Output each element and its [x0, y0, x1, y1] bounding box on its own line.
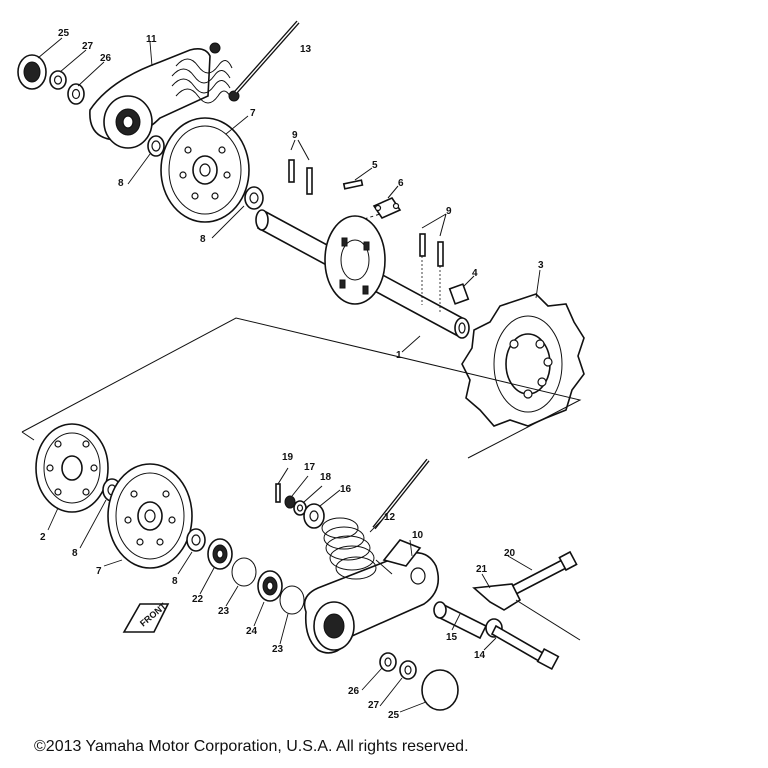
callout-23-a: 23 — [218, 606, 230, 617]
callout-9-top: 9 — [292, 130, 298, 141]
callout-25-top: 25 — [58, 28, 70, 39]
part-24-bearing — [257, 570, 283, 602]
part-3-sprocket — [461, 293, 585, 427]
part-20-bolt — [510, 550, 578, 596]
callout-8-c: 8 — [72, 548, 78, 559]
callout-labels: 25 27 26 11 13 7 9 8 8 5 6 9 4 3 1 2 8 7… — [40, 28, 544, 721]
part-14-long-bolt — [485, 618, 560, 671]
callout-25-lower: 25 — [388, 710, 400, 721]
part-9-pins-right — [419, 213, 447, 312]
part-18-nut — [293, 485, 323, 516]
callout-8-b: 8 — [200, 234, 206, 245]
part-25-cap-top — [17, 54, 47, 90]
callout-21: 21 — [476, 564, 488, 575]
callout-22: 22 — [192, 594, 204, 605]
callout-18: 18 — [320, 472, 332, 483]
callout-7-top: 7 — [250, 108, 256, 119]
part-22-bearing — [207, 538, 233, 570]
callout-12: 12 — [384, 512, 396, 523]
part-16-collar — [303, 489, 341, 529]
part-26-washer-lower — [379, 652, 397, 672]
callout-13: 13 — [300, 44, 312, 55]
part-9-pins-top — [288, 139, 313, 195]
part-5-bolt — [342, 167, 373, 190]
callout-26-lower: 26 — [348, 686, 360, 697]
copyright-notice: ©2013 Yamaha Motor Corporation, U.S.A. A… — [34, 738, 469, 755]
callout-5: 5 — [372, 160, 378, 171]
part-11-tension-arm — [89, 42, 221, 149]
part-8-washer-d — [186, 528, 206, 552]
part-21-bracket — [472, 583, 522, 611]
part-15-pin — [433, 601, 488, 640]
callout-2: 2 — [40, 532, 46, 543]
callout-15: 15 — [446, 632, 458, 643]
callout-3: 3 — [538, 260, 544, 271]
callout-26-top: 26 — [100, 53, 112, 64]
part-8-washer-b — [244, 186, 264, 210]
callout-11: 11 — [146, 34, 157, 45]
part-23-circlip-b — [279, 585, 305, 615]
callout-16: 16 — [340, 484, 352, 495]
callout-6: 6 — [398, 178, 404, 189]
part-12-spring-top — [171, 58, 240, 104]
part-7-pulley-lower — [107, 463, 193, 569]
callout-14: 14 — [474, 650, 486, 661]
part-12-spring-lower — [321, 517, 393, 580]
callout-27-lower: 27 — [368, 700, 380, 711]
part-10-idler-arm — [303, 539, 440, 654]
part-13-rod — [234, 20, 300, 94]
callout-9-right: 9 — [446, 206, 452, 217]
part-25-cap-lower — [421, 669, 459, 711]
callout-20: 20 — [504, 548, 516, 559]
callout-17: 17 — [304, 462, 316, 473]
part-19-bolt — [275, 467, 289, 503]
callout-10: 10 — [412, 530, 424, 541]
part-6-plate — [372, 185, 402, 220]
callout-4: 4 — [472, 268, 478, 279]
part-27-nut-top — [49, 70, 67, 90]
part-2-flange — [35, 423, 109, 513]
leader-lines — [37, 37, 541, 713]
callout-8-d: 8 — [172, 576, 178, 587]
part-7-pulley-top — [160, 117, 250, 223]
part-27-nut-lower — [399, 660, 417, 680]
spring-rod-lower — [372, 458, 430, 530]
callout-19: 19 — [282, 452, 294, 463]
callout-23-b: 23 — [272, 644, 284, 655]
part-4-collar — [448, 275, 475, 305]
front-indicator: FRONT — [122, 601, 170, 633]
callout-8-a: 8 — [118, 178, 124, 189]
part-8-washer-a — [147, 135, 165, 157]
part-23-circlip-a — [231, 557, 257, 587]
part-17-washer — [284, 475, 309, 509]
part-26-washer-top — [67, 83, 85, 105]
callout-1: 1 — [396, 350, 402, 361]
callout-7-lower: 7 — [96, 566, 102, 577]
flange-on-shaft — [324, 215, 386, 305]
callout-27-top: 27 — [82, 41, 94, 52]
callout-24: 24 — [246, 626, 258, 637]
